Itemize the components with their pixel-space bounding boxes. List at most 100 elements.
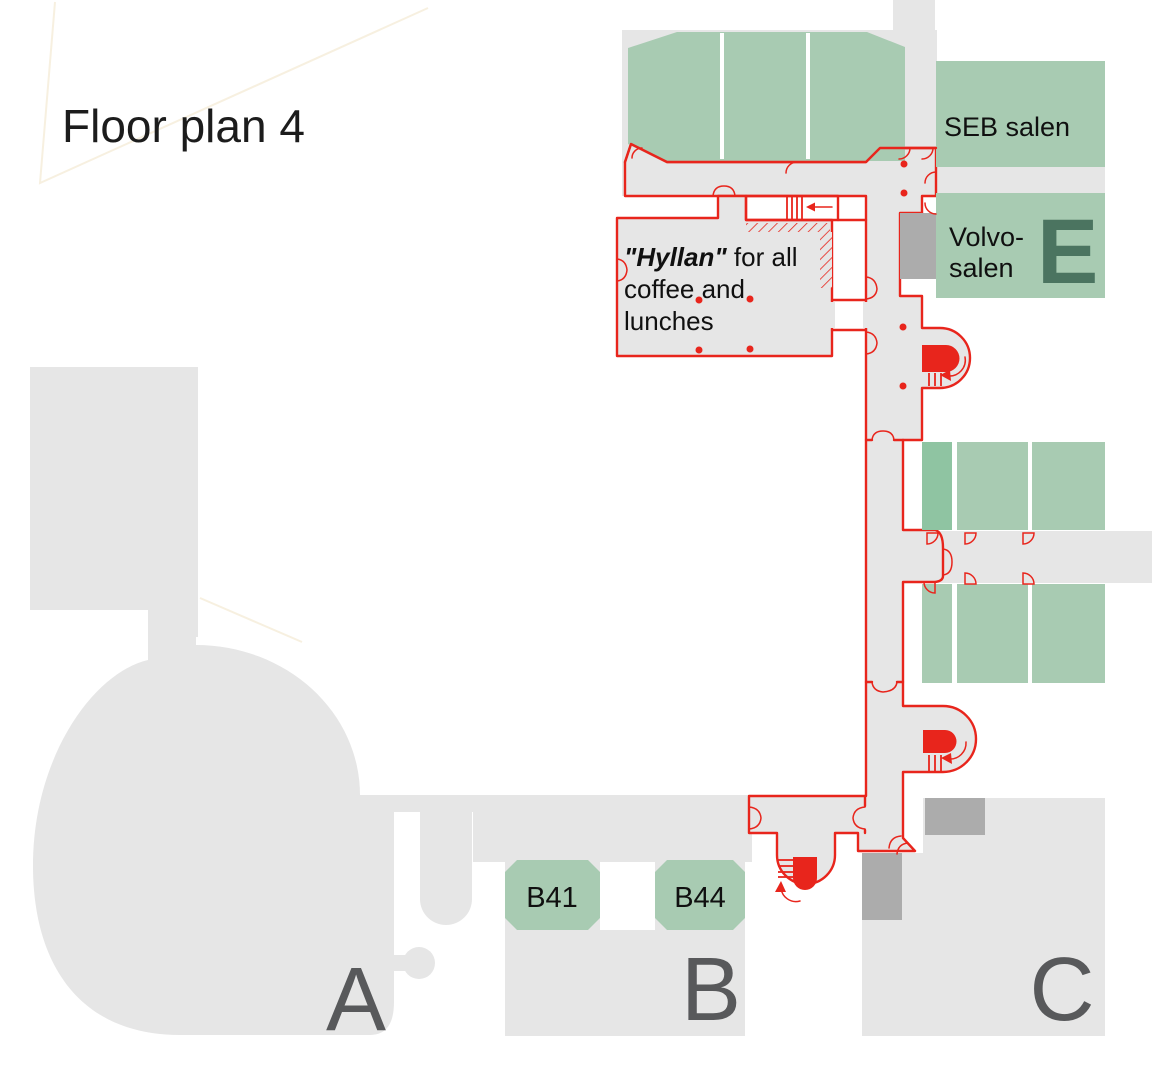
background-accent-lines: [38, 1, 429, 643]
gap-eraser-1: [829, 302, 835, 328]
red-dot-marker: [900, 189, 908, 197]
building-a-outline: [33, 610, 394, 1035]
door-arc-icon: [1022, 532, 1035, 545]
door-arc-icon: [964, 572, 977, 585]
door-arc-icon: [785, 161, 798, 174]
gray-structures: [30, 0, 1152, 1036]
office-room-3: [1032, 442, 1105, 530]
door-arc-icon: [1022, 572, 1035, 585]
double-door-icon: [712, 185, 736, 197]
red-dot-marker: [900, 160, 908, 168]
spiral-stairs-icon-upper: [922, 345, 960, 381]
stairs-arrowhead: [940, 370, 951, 381]
stairs-glyph: [923, 730, 957, 753]
stairs-arrowhead-straight: [806, 202, 815, 212]
red-dot-marker: [695, 346, 703, 354]
office-room-5: [957, 584, 1028, 683]
stairs-glyph: [922, 345, 960, 372]
double-door-icon: [871, 681, 898, 693]
label-hyllan: "Hyllan" for all coffee and lunches: [624, 242, 805, 336]
accent-line-mid-left: [199, 597, 303, 643]
door-arc-icon: [924, 202, 937, 215]
double-door-icon: [871, 430, 895, 441]
hatched-zones: [746, 223, 832, 288]
door-arc-icon: [923, 581, 936, 594]
stairs-arrow-curve: [947, 356, 967, 377]
room-seb-salen: [936, 61, 1105, 167]
stairs-arrow-curve: [948, 741, 967, 760]
door-arc-icon: [964, 532, 977, 545]
double-door-icon: [865, 276, 878, 300]
straight-stairs-icon: [744, 194, 840, 222]
spiral-stairs-icon-lower: [923, 730, 957, 764]
elevator-shaft-volvo: [900, 213, 936, 279]
label-volvo-line1: Volvo-: [949, 222, 1024, 252]
corridor-top-edge: [623, 142, 938, 164]
stairs-glyph: [793, 857, 817, 890]
wall-gap-erasers: [829, 302, 869, 328]
door-arc-icon: [896, 842, 909, 855]
red-markers: [695, 160, 960, 892]
office-room-6: [1032, 584, 1105, 683]
label-hyllan-line3: lunches: [624, 306, 714, 336]
block-top-left: [30, 367, 198, 637]
corridor-system: [615, 142, 978, 886]
labels: Floor plan 4 SEB salen Volvo- salen E "H…: [62, 100, 1098, 1050]
double-door-icon: [852, 806, 866, 830]
stairs-arrowhead: [941, 753, 952, 764]
label-volvo-salen: Volvo- salen: [949, 222, 1032, 283]
backing-top-right-strip: [893, 0, 935, 31]
office-room-1: [922, 442, 952, 530]
label-b44: B44: [674, 882, 726, 914]
label-hyllan-rest: for all: [734, 242, 798, 272]
door-arc-icon: [631, 147, 643, 159]
label-b41: B41: [526, 882, 578, 914]
red-dot-marker: [899, 382, 907, 390]
room-b44: [655, 860, 745, 930]
spiral-stairs-icon-bottom: [775, 857, 817, 892]
building-a-puzzle-neck: [392, 955, 406, 971]
room-volvo-salen: [936, 193, 1105, 298]
label-seb-salen: SEB salen: [944, 112, 1070, 142]
elevator-shafts: [862, 213, 985, 920]
door-symbols: [616, 147, 1035, 855]
building-a-puzzle-knob: [403, 947, 435, 979]
red-dot-markers: [695, 160, 908, 390]
elevator-shaft-c-lower: [862, 853, 902, 920]
wing-label-e: E: [1037, 201, 1098, 303]
gap-seb-volvo: [936, 167, 1105, 193]
hatch-strip-vertical: [820, 232, 832, 288]
room-b41: [505, 860, 600, 930]
band-thin-west: [358, 795, 473, 812]
double-door-icon: [616, 258, 628, 282]
red-dot-marker: [746, 345, 754, 353]
door-arc-icon: [924, 171, 937, 184]
hatch-strip-horizontal: [746, 223, 830, 232]
office-room-4: [922, 584, 952, 683]
red-dot-marker: [695, 296, 703, 304]
corridor-outline: [623, 142, 978, 886]
label-hyllan-name: "Hyllan": [624, 242, 727, 272]
double-door-icon: [865, 331, 878, 355]
red-linework: [623, 142, 938, 835]
door-arc-icon: [921, 147, 934, 160]
building-c-block: [862, 798, 1105, 1036]
stairs-arrowhead: [775, 881, 786, 892]
red-dot-marker: [899, 323, 907, 331]
label-volvo-line2: salen: [949, 253, 1014, 283]
accent-line-top-left: [38, 1, 429, 185]
wing-label-c: C: [1030, 940, 1095, 1040]
wing-label-a: A: [326, 950, 386, 1050]
office-room-2: [957, 442, 1028, 530]
door-arc-icon: [926, 532, 939, 545]
office-corridor-strip: [938, 531, 1152, 583]
label-hyllan-line2: coffee and: [624, 274, 745, 304]
stairs-treads: [786, 196, 803, 220]
gap-eraser-2: [863, 302, 869, 328]
page-title: Floor plan 4: [62, 100, 305, 152]
red-dot-marker: [746, 295, 754, 303]
stairs-arrow-curve: [780, 887, 801, 903]
double-door-icon: [942, 548, 953, 576]
